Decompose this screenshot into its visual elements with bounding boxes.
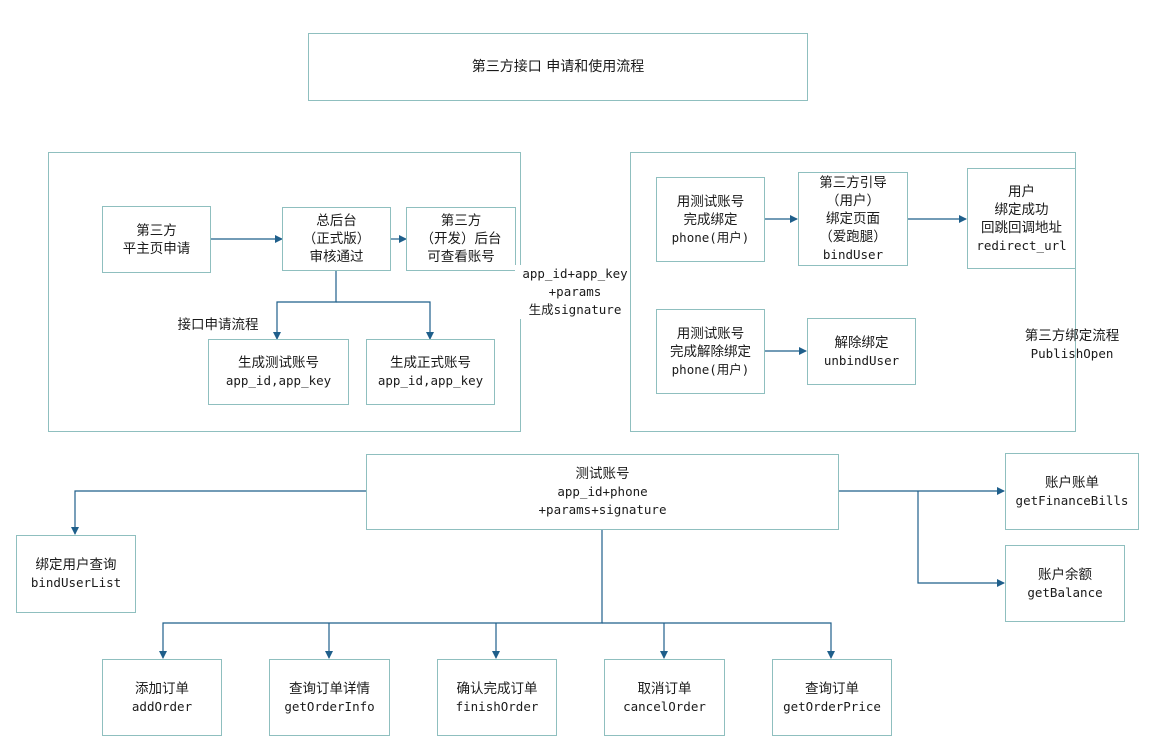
prod-account-label: 生成正式账号 — [390, 355, 471, 371]
apply-flow-label: 接口申请流程 — [177, 317, 259, 333]
homepage-apply-label: 第三方 平主页申请 — [122, 222, 191, 257]
connector-line3: 生成signature — [528, 302, 622, 317]
admin-approve-label: 总后台 （正式版） 审核通过 — [302, 213, 371, 265]
connector-line1: app_id+app_key — [522, 266, 628, 281]
cancel-order-label: 取消订单 — [637, 680, 692, 697]
page-title: 第三方接口 申请和使用流程 — [471, 59, 645, 75]
test-account-central-line3: +params+signature — [538, 502, 667, 517]
test-unbind-label: 用测试账号 完成解除绑定 — [670, 325, 751, 360]
edge-test-bindlist — [71, 490, 366, 535]
test-unbind-node: 用测试账号 完成解除绑定 phone(用户) — [656, 309, 765, 394]
bind-success-label: 用户 绑定成功 回跳回调地址 — [981, 183, 1062, 236]
unbind-node: 解除绑定 unbindUser — [807, 318, 916, 385]
add-order-api: addOrder — [131, 698, 193, 714]
prod-account-node: 生成正式账号 app_id,app_key — [366, 339, 495, 405]
test-account-node: 生成测试账号 app_id,app_key — [208, 339, 349, 405]
order-info-label: 查询订单详情 — [289, 680, 370, 697]
connector-label: app_id+app_key +params 生成signature — [515, 265, 635, 319]
test-account-central-label: 测试账号 — [575, 466, 630, 482]
test-bind-label: 用测试账号 完成绑定 — [676, 193, 745, 228]
unbind-label: 解除绑定 — [834, 334, 889, 351]
test-account-label: 生成测试账号 — [238, 355, 319, 371]
order-price-label: 查询订单 — [805, 680, 859, 697]
title-box: 第三方接口 申请和使用流程 — [308, 33, 808, 101]
order-info-node: 查询订单详情 getOrderInfo — [269, 659, 390, 736]
bind-guide-api: bindUser — [822, 247, 884, 262]
bind-user-list-api: bindUserList — [30, 575, 122, 590]
unbind-api: unbindUser — [823, 352, 900, 368]
finance-bills-api: getFinanceBills — [1015, 492, 1129, 508]
bind-flow-title: 第三方绑定流程 — [1024, 328, 1120, 344]
test-unbind-phone: phone(用户) — [671, 361, 750, 377]
finish-order-label: 确认完成订单 — [456, 680, 538, 697]
homepage-apply-node: 第三方 平主页申请 — [102, 206, 211, 273]
dev-backend-node: 第三方 （开发）后台 可查看账号 — [406, 207, 516, 271]
balance-label: 账户余额 — [1038, 566, 1092, 583]
bind-flow-code: PublishOpen — [1030, 346, 1114, 361]
dev-backend-label: 第三方 （开发）后台 可查看账号 — [420, 213, 502, 265]
finish-order-node: 确认完成订单 finishOrder — [437, 659, 557, 736]
edge-bus-right — [602, 622, 835, 659]
test-account-central-node: 测试账号 app_id+phone +params+signature — [366, 454, 839, 530]
add-order-node: 添加订单 addOrder — [102, 659, 222, 736]
bind-flow-label: 第三方绑定流程 PublishOpen — [1012, 327, 1132, 363]
edge-test-orders-bus — [159, 529, 603, 659]
cancel-order-api: cancelOrder — [623, 698, 706, 714]
prod-account-keys: app_id,app_key — [377, 373, 484, 388]
bind-user-list-label: 绑定用户查询 — [35, 557, 117, 573]
order-info-api: getOrderInfo — [284, 698, 375, 714]
balance-api: getBalance — [1027, 584, 1103, 600]
bind-guide-node: 第三方引导 （用户） 绑定页面 （爱跑腿） bindUser — [798, 172, 908, 266]
test-account-central-line2: app_id+phone — [557, 484, 648, 499]
bind-user-list-node: 绑定用户查询 bindUserList — [16, 535, 136, 613]
bind-success-node: 用户 绑定成功 回跳回调地址 redirect_url — [967, 168, 1076, 269]
balance-node: 账户余额 getBalance — [1005, 545, 1125, 622]
finance-bills-label: 账户账单 — [1045, 474, 1099, 491]
finance-bills-node: 账户账单 getFinanceBills — [1005, 453, 1139, 530]
finish-order-api: finishOrder — [455, 698, 539, 714]
test-bind-node: 用测试账号 完成绑定 phone(用户) — [656, 177, 765, 262]
order-price-node: 查询订单 getOrderPrice — [772, 659, 892, 736]
test-account-keys: app_id,app_key — [225, 373, 332, 388]
cancel-order-node: 取消订单 cancelOrder — [604, 659, 725, 736]
add-order-label: 添加订单 — [135, 680, 189, 697]
bind-flow-container — [630, 152, 1076, 432]
bind-guide-label: 第三方引导 （用户） 绑定页面 （爱跑腿） — [819, 175, 887, 245]
bind-success-url: redirect_url — [976, 237, 1067, 253]
edge-test-balance — [917, 491, 1005, 587]
admin-approve-node: 总后台 （正式版） 审核通过 — [282, 207, 391, 271]
test-bind-phone: phone(用户) — [671, 229, 750, 245]
order-price-api: getOrderPrice — [783, 698, 881, 714]
connector-line2: +params — [548, 284, 602, 299]
